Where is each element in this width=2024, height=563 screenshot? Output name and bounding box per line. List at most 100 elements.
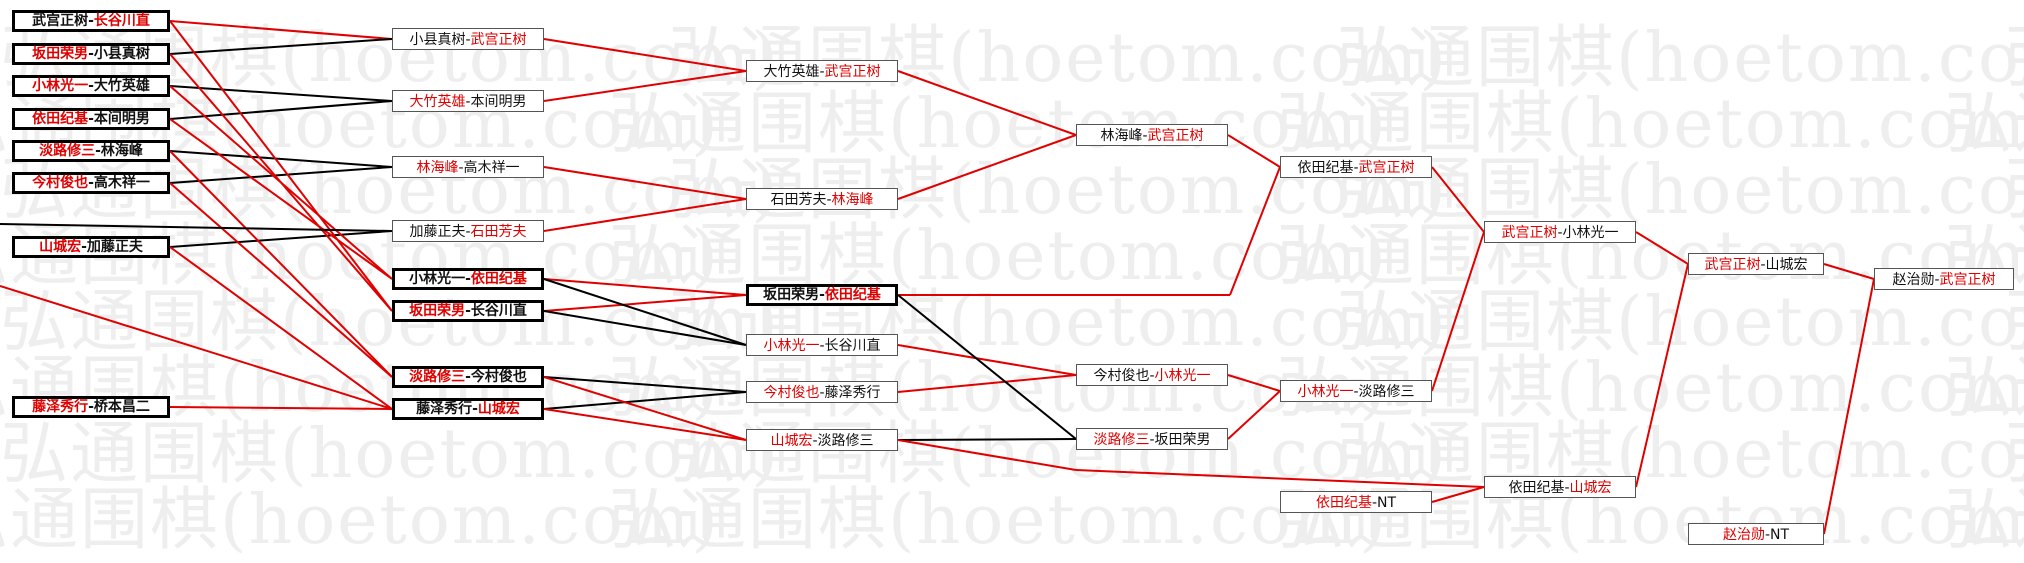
player-name: 山城宏 — [770, 433, 813, 449]
player-name: NT — [1770, 527, 1790, 543]
match-box[interactable]: 小县真树-武宫正树 — [392, 28, 544, 50]
player-name: 今村俊也 — [470, 369, 527, 385]
vs-separator: - — [1353, 160, 1359, 176]
match-box[interactable]: 小林光一-大竹英雄 — [12, 75, 170, 97]
player-name: 今村俊也 — [763, 385, 820, 401]
match-box[interactable]: 小林光一-淡路修三 — [1280, 380, 1432, 402]
winner-path-line — [169, 150, 393, 378]
player-name: 小林光一 — [409, 271, 466, 287]
match-box[interactable]: 武宫正树-山城宏 — [1688, 253, 1824, 275]
vs-separator: - — [1149, 432, 1155, 448]
player-name: 小林光一 — [1562, 225, 1619, 241]
player-name: 坂田荣男 — [763, 287, 820, 303]
player-name: 高木祥一 — [93, 175, 150, 191]
loser-path-line — [169, 100, 393, 120]
player-name: 武宫正树 — [1704, 257, 1761, 273]
winner-path-line — [543, 38, 747, 72]
winner-path-line — [169, 406, 393, 410]
vs-separator: - — [1149, 368, 1155, 384]
vs-separator: - — [1353, 384, 1359, 400]
player-name: 藤泽秀行 — [824, 385, 881, 401]
player-name: 淡路修三 — [817, 433, 874, 449]
match-box[interactable]: 坂田荣男-小县真树 — [12, 43, 170, 65]
match-box[interactable]: 淡路修三-今村俊也 — [392, 366, 544, 388]
winner-path-line — [169, 182, 393, 378]
loser-path-line — [543, 391, 747, 410]
vs-separator: - — [1760, 257, 1766, 273]
loser-path-line — [169, 38, 393, 55]
match-box[interactable]: 赵治勋-武宫正树 — [1874, 268, 2014, 290]
match-box[interactable]: 山城宏-淡路修三 — [746, 429, 898, 451]
match-box[interactable]: 山城宏-加藤正夫 — [12, 236, 170, 258]
player-name: 大竹英雄 — [763, 64, 820, 80]
match-box[interactable]: 武宫正树-小林光一 — [1484, 221, 1636, 243]
match-box[interactable]: 坂田荣男-依田纪基 — [746, 284, 898, 306]
match-box[interactable]: 赵治勋-NT — [1688, 523, 1824, 545]
match-box[interactable]: 藤泽秀行-山城宏 — [392, 398, 544, 420]
player-name: 山城宏 — [1569, 480, 1612, 496]
player-name: 长谷川直 — [470, 303, 527, 319]
vs-separator: - — [812, 433, 818, 449]
match-box[interactable]: 小林光一-长谷川直 — [746, 334, 898, 356]
player-name: 本间明男 — [470, 94, 527, 110]
match-box[interactable]: 武宫正树-长谷川直 — [12, 10, 170, 32]
player-name: 藤泽秀行 — [32, 399, 89, 415]
player-name: 淡路修三 — [409, 369, 466, 385]
vs-separator: - — [1557, 225, 1563, 241]
match-box[interactable]: 淡路修三-坂田荣男 — [1076, 428, 1228, 450]
match-box[interactable]: 依田纪基-本间明男 — [12, 108, 170, 130]
player-name: 淡路修三 — [39, 143, 96, 159]
match-box[interactable]: 藤泽秀行-桥本昌二 — [12, 396, 170, 418]
vs-separator: - — [1371, 495, 1378, 511]
player-name: 加藤正夫 — [86, 239, 143, 255]
vs-separator: - — [88, 111, 94, 127]
player-name: 坂田荣男 — [409, 303, 466, 319]
loser-path-line — [543, 376, 747, 393]
loser-path-line — [169, 230, 393, 248]
player-name: 坂田荣男 — [1154, 432, 1211, 448]
winner-path-line — [1635, 231, 1689, 265]
player-name: 依田纪基 — [1315, 495, 1372, 511]
vs-separator: - — [465, 224, 471, 240]
vs-separator: - — [465, 32, 471, 48]
match-box[interactable]: 依田纪基-山城宏 — [1484, 476, 1636, 498]
vs-separator: - — [465, 369, 471, 385]
match-box[interactable]: 林海峰-武宫正树 — [1076, 124, 1228, 146]
match-box[interactable]: 坂田荣男-长谷川直 — [392, 300, 544, 322]
match-box[interactable]: 今村俊也-藤泽秀行 — [746, 381, 898, 403]
match-box[interactable]: 今村俊也-高木祥一 — [12, 172, 170, 194]
match-box[interactable]: 依田纪基-武宫正树 — [1280, 156, 1432, 178]
winner-path-line — [1227, 390, 1281, 440]
match-box[interactable]: 依田纪基-NT — [1280, 491, 1432, 513]
player-name: 林海峰 — [1100, 128, 1143, 144]
player-name: 山城宏 — [477, 401, 520, 417]
vs-separator: - — [88, 399, 94, 415]
player-name: 淡路修三 — [1358, 384, 1415, 400]
winner-path-line — [1229, 166, 1281, 296]
vs-separator: - — [465, 271, 471, 287]
player-name: 武宫正树 — [1147, 128, 1204, 144]
vs-separator: - — [465, 303, 471, 319]
winner-path-line — [169, 118, 393, 280]
match-box[interactable]: 加藤正夫-石田芳夫 — [392, 220, 544, 242]
winner-path-line — [169, 246, 393, 410]
match-box[interactable]: 林海峰-高木祥一 — [392, 156, 544, 178]
loser-path-line — [897, 294, 1077, 440]
player-name: 依田纪基 — [824, 287, 881, 303]
winner-path-line — [543, 408, 747, 441]
player-name: 加藤正夫 — [409, 224, 466, 240]
match-box[interactable]: 今村俊也-小林光一 — [1076, 364, 1228, 386]
player-name: 赵治勋 — [1892, 272, 1935, 288]
match-box[interactable]: 大竹英雄-本间明男 — [392, 90, 544, 112]
player-name: 赵治勋 — [1722, 527, 1765, 543]
match-box[interactable]: 淡路修三-林海峰 — [12, 140, 170, 162]
winner-path-line — [897, 344, 1077, 376]
loser-path-line — [0, 223, 393, 232]
match-box[interactable]: 石田芳夫-林海峰 — [746, 188, 898, 210]
vs-separator: - — [81, 239, 87, 255]
player-name: 长谷川直 — [93, 13, 150, 29]
match-box[interactable]: 小林光一-依田纪基 — [392, 268, 544, 290]
match-box[interactable]: 大竹英雄-武宫正树 — [746, 60, 898, 82]
vs-separator: - — [1764, 527, 1771, 543]
